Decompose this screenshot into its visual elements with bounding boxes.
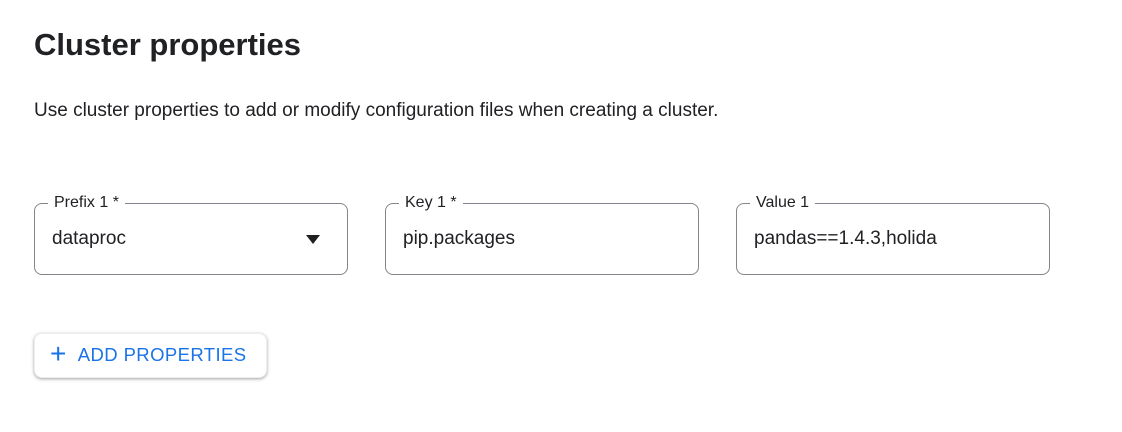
key-field: Key 1 * — [385, 192, 699, 275]
add-properties-label: ADD PROPERTIES — [77, 344, 247, 366]
prefix-select[interactable]: Prefix 1 * dataproc — [34, 192, 348, 275]
plus-icon: + — [50, 338, 67, 370]
prefix-select-value: dataproc — [52, 227, 126, 249]
key-input[interactable] — [386, 227, 692, 250]
value-input[interactable] — [737, 227, 1043, 250]
key-field-label: Key 1 * — [399, 192, 463, 213]
value-field-label: Value 1 — [750, 192, 816, 213]
page-title: Cluster properties — [34, 27, 302, 62]
properties-row: Prefix 1 * dataproc Key 1 * Value 1 — [34, 192, 1088, 275]
chevron-down-icon[interactable] — [306, 234, 320, 244]
page-description: Use cluster properties to add or modify … — [34, 100, 719, 122]
prefix-select-label: Prefix 1 * — [48, 192, 125, 213]
value-field: Value 1 — [736, 192, 1050, 275]
add-properties-button[interactable]: + ADD PROPERTIES — [34, 332, 268, 378]
cluster-properties-section: Cluster properties Use cluster propertie… — [34, 27, 1088, 378]
